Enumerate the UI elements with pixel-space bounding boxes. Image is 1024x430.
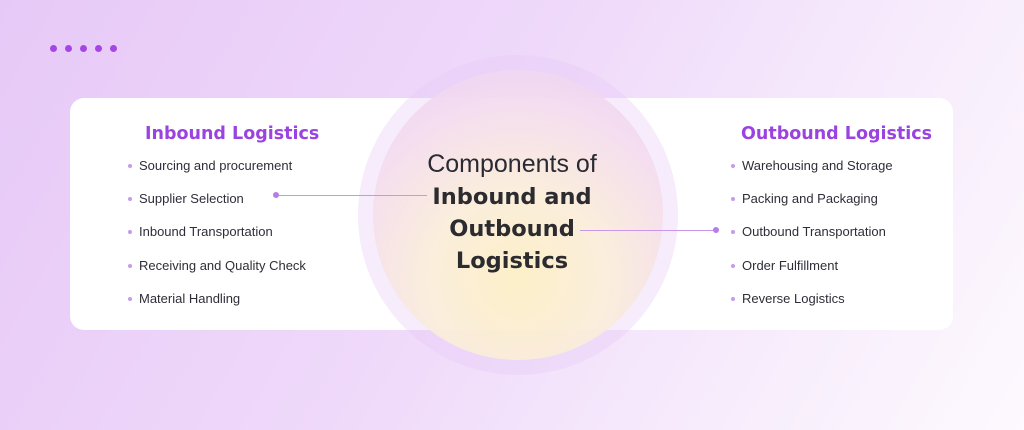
- decorative-dots: [50, 45, 117, 52]
- inbound-item: Material Handling: [128, 289, 306, 322]
- outbound-list: Warehousing and Storage Packing and Pack…: [731, 156, 893, 322]
- dot: [110, 45, 117, 52]
- inbound-item: Sourcing and procurement: [128, 156, 306, 189]
- center-circle: [373, 70, 663, 360]
- inbound-connector-line: [277, 195, 427, 196]
- outbound-heading: Outbound Logistics: [741, 124, 933, 144]
- center-title: Components of Inbound and Outbound Logis…: [392, 147, 632, 277]
- outbound-connector-node: [713, 227, 719, 233]
- outbound-item: Packing and Packaging: [731, 189, 893, 222]
- outbound-item: Warehousing and Storage: [731, 156, 893, 189]
- inbound-item: Receiving and Quality Check: [128, 256, 306, 289]
- dot: [65, 45, 72, 52]
- outbound-item: Order Fulfillment: [731, 256, 893, 289]
- inbound-list: Sourcing and procurement Supplier Select…: [128, 156, 306, 322]
- dot: [95, 45, 102, 52]
- center-title-line: Outbound: [449, 216, 575, 242]
- dot: [50, 45, 57, 52]
- center-title-line: Components of: [427, 150, 597, 178]
- outbound-item: Reverse Logistics: [731, 289, 893, 322]
- center-title-line: Inbound and: [432, 184, 592, 210]
- inbound-item: Inbound Transportation: [128, 222, 306, 255]
- inbound-connector-node: [273, 192, 279, 198]
- dot: [80, 45, 87, 52]
- inbound-item: Supplier Selection: [128, 189, 306, 222]
- center-title-line: Logistics: [455, 248, 569, 274]
- outbound-connector-line: [580, 230, 716, 231]
- inbound-heading: Inbound Logistics: [145, 124, 320, 144]
- outbound-item: Outbound Transportation: [731, 222, 893, 255]
